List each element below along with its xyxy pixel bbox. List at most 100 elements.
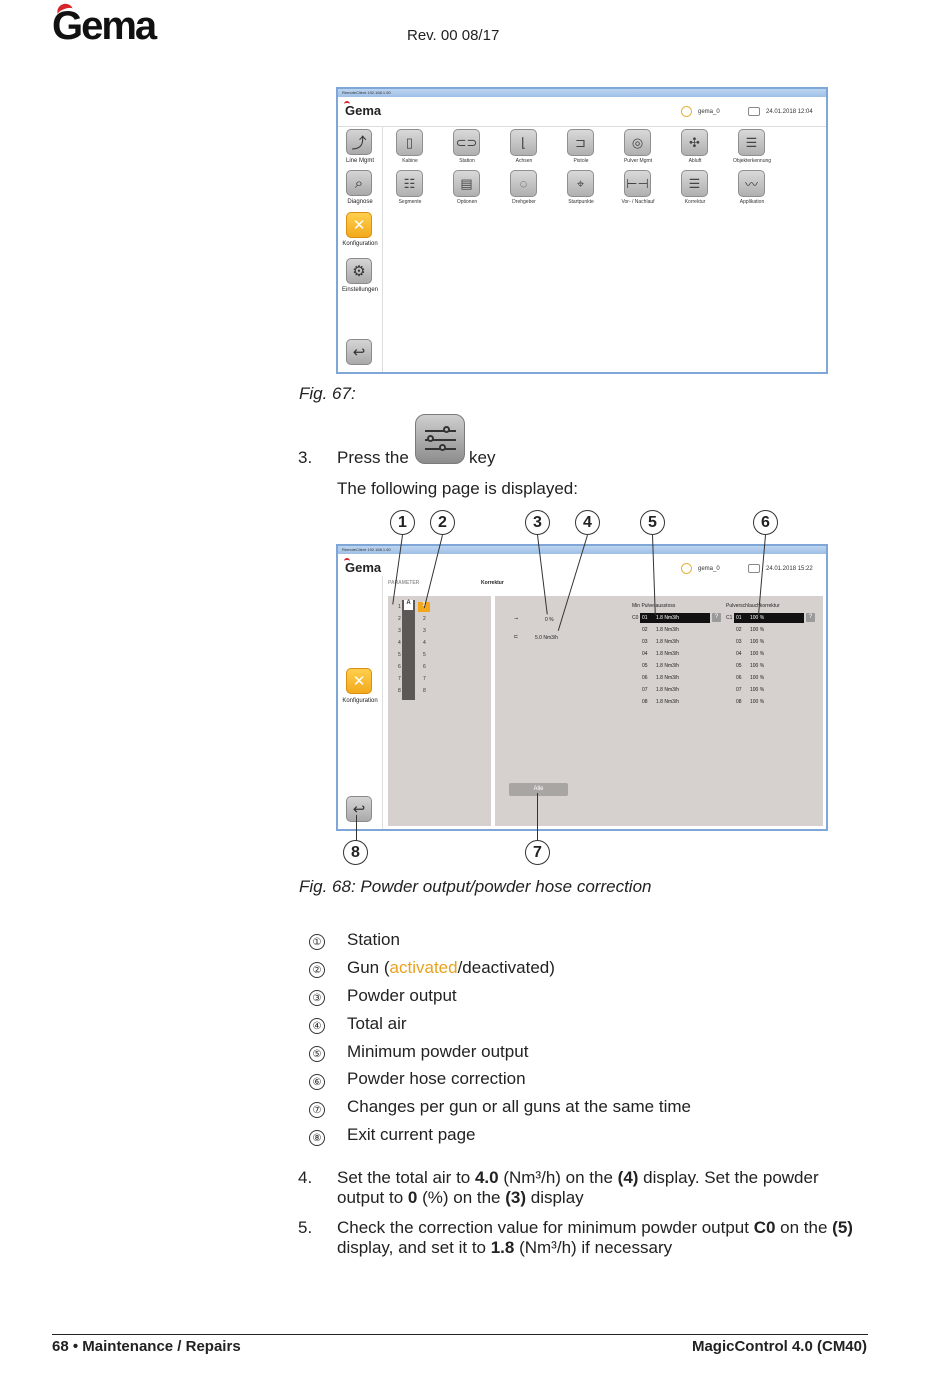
legend-number: ⑧ xyxy=(309,1130,325,1146)
kabine-label: Kabine xyxy=(402,158,418,164)
back-button[interactable]: ↩ xyxy=(346,339,372,365)
gun-row[interactable]: 6 xyxy=(423,664,426,670)
gema-logo: Gema xyxy=(52,1,157,49)
powder-output-value[interactable]: 0 % xyxy=(545,617,554,623)
figure-68-screenshot: RemoteClient 192.168.1.50 Gema gema_0 24… xyxy=(336,544,828,831)
gun-row[interactable]: 4 xyxy=(423,640,426,646)
segmente-label: Segmente xyxy=(398,199,422,205)
hose-row-value[interactable]: 100 % xyxy=(750,639,765,645)
kabine-tile[interactable]: ▯ xyxy=(396,129,423,156)
station-row-number: 8 xyxy=(398,688,401,694)
footer-product: MagicControl 4.0 (CM40) xyxy=(691,1338,867,1355)
footer-rule xyxy=(52,1334,868,1335)
user-name: gema_0 xyxy=(698,566,720,572)
hose-row-value[interactable]: 100 % xyxy=(750,663,765,669)
hose-row-value[interactable]: 100 % xyxy=(750,675,765,681)
min-row-number: 07 xyxy=(642,687,648,693)
gun-row[interactable]: 7 xyxy=(423,676,426,682)
line-mgmt-button[interactable]: ⤴ xyxy=(346,129,372,155)
station-row-number: 1 xyxy=(398,604,401,610)
c0-input-bar[interactable] xyxy=(640,613,710,623)
startpunkte-label: Startpunkte xyxy=(568,199,594,205)
station-row-number: 6 xyxy=(398,664,401,670)
achsen-label: Achsen xyxy=(515,158,533,164)
legend-number: ③ xyxy=(309,990,325,1006)
pulver-mgmt-tile[interactable]: ◎ xyxy=(624,129,651,156)
hose-row-value[interactable]: 100 % xyxy=(750,627,765,633)
min-row-number: 01 xyxy=(642,615,648,621)
optionen-label: Optionen xyxy=(456,199,478,205)
parameter-label: PARAMETER xyxy=(388,580,420,586)
hose-row-number: 07 xyxy=(736,687,742,693)
min-row-value[interactable]: 1.8 Nm3/h xyxy=(656,651,680,657)
startpunkte-tile[interactable]: ⌖ xyxy=(567,170,594,197)
pistole-tile[interactable]: ⊐ xyxy=(567,129,594,156)
drehgeber-label: Drehgeber xyxy=(512,199,536,205)
segmente-tile[interactable]: ☷ xyxy=(396,170,423,197)
hose-row-value[interactable]: 100 % xyxy=(750,687,765,693)
app-header: Gema gema_0 24.01.2018 12:04 xyxy=(338,97,826,127)
gun-row[interactable]: 8 xyxy=(423,688,426,694)
app-header: Gema gema_0 24.01.2018 15:22 xyxy=(338,554,826,584)
station-a-cell[interactable]: A xyxy=(404,600,413,610)
korrektur-tab[interactable]: Korrektur xyxy=(481,580,504,586)
step-3-subtext: The following page is displayed: xyxy=(337,479,578,498)
min-row-value[interactable]: 1.8 Nm3/h xyxy=(656,615,680,621)
objekterkennung-tile[interactable]: ☰ xyxy=(738,129,765,156)
legend-text: Station xyxy=(347,930,400,949)
abluft-tile[interactable]: ✣ xyxy=(681,129,708,156)
c0-help-button[interactable]: ? xyxy=(712,613,721,622)
total-air-value[interactable]: 5.0 Nm3/h xyxy=(535,635,559,641)
konfiguration-label: Konfiguration xyxy=(342,241,378,247)
korrektur-tile[interactable]: ☰ xyxy=(681,170,708,197)
hose-row-value[interactable]: 100 % xyxy=(750,615,765,621)
gun-row[interactable]: 5 xyxy=(423,652,426,658)
c1-input-bar[interactable] xyxy=(734,613,804,623)
back-button[interactable]: ↩ xyxy=(346,796,372,822)
hose-row-number: 08 xyxy=(736,699,742,705)
konfiguration-label: Konfiguration xyxy=(342,698,378,704)
station-tile[interactable]: ⊂⊃ xyxy=(453,129,480,156)
korrektur-label: Korrektur xyxy=(684,199,706,205)
min-row-value[interactable]: 1.8 Nm3/h xyxy=(656,687,680,693)
achsen-tile[interactable]: ⌊ xyxy=(510,129,537,156)
min-row-number: 04 xyxy=(642,651,648,657)
applikation-tile[interactable]: 〰 xyxy=(738,170,765,197)
pistole-label: Pistole xyxy=(573,158,589,164)
c1-help-button[interactable]: ? xyxy=(806,613,815,622)
konfiguration-button[interactable]: ✕ xyxy=(346,212,372,238)
hose-row-value[interactable]: 100 % xyxy=(750,651,765,657)
vor-nachlauf-tile[interactable]: ⊢⊣ xyxy=(624,170,651,197)
hose-row-value[interactable]: 100 % xyxy=(750,699,765,705)
min-row-value[interactable]: 1.8 Nm3/h xyxy=(656,627,680,633)
all-guns-button[interactable]: Alle xyxy=(509,783,568,796)
gun-row[interactable]: 2 xyxy=(423,616,426,622)
korrektur-key-icon xyxy=(415,414,465,464)
legend-number: ⑦ xyxy=(309,1102,325,1118)
min-row-value[interactable]: 1.8 Nm3/h xyxy=(656,699,680,705)
drehgeber-tile[interactable]: ◌ xyxy=(510,170,537,197)
optionen-tile[interactable]: ▤ xyxy=(453,170,480,197)
min-row-value[interactable]: 1.8 Nm3/h xyxy=(656,675,680,681)
hose-row-number: 03 xyxy=(736,639,742,645)
min-row-value[interactable]: 1.8 Nm3/h xyxy=(656,639,680,645)
konfiguration-button[interactable]: ✕ xyxy=(346,668,372,694)
diagnose-button[interactable]: ⌕ xyxy=(346,170,372,196)
datetime-icon xyxy=(748,564,760,573)
total-air-icon: ⊏ xyxy=(514,634,519,640)
callout-7-leader xyxy=(537,793,538,841)
legend-text: Powder hose correction xyxy=(347,1069,526,1088)
step-3-key-word: key xyxy=(469,448,496,467)
legend-text: Minimum powder output xyxy=(347,1042,529,1061)
figure-68-caption: Fig. 68: Powder output/powder hose corre… xyxy=(299,877,652,896)
step-5-number: 5. xyxy=(298,1218,313,1237)
callout-8-leader xyxy=(356,815,357,841)
min-row-number: 06 xyxy=(642,675,648,681)
legend-text: Total air xyxy=(347,1014,407,1033)
gun-row[interactable]: 3 xyxy=(423,628,426,634)
min-row-value[interactable]: 1.8 Nm3/h xyxy=(656,663,680,669)
hose-row-number: 05 xyxy=(736,663,742,669)
einstellungen-button[interactable]: ⚙ xyxy=(346,258,372,284)
legend-number: ① xyxy=(309,934,325,950)
min-row-number: 05 xyxy=(642,663,648,669)
